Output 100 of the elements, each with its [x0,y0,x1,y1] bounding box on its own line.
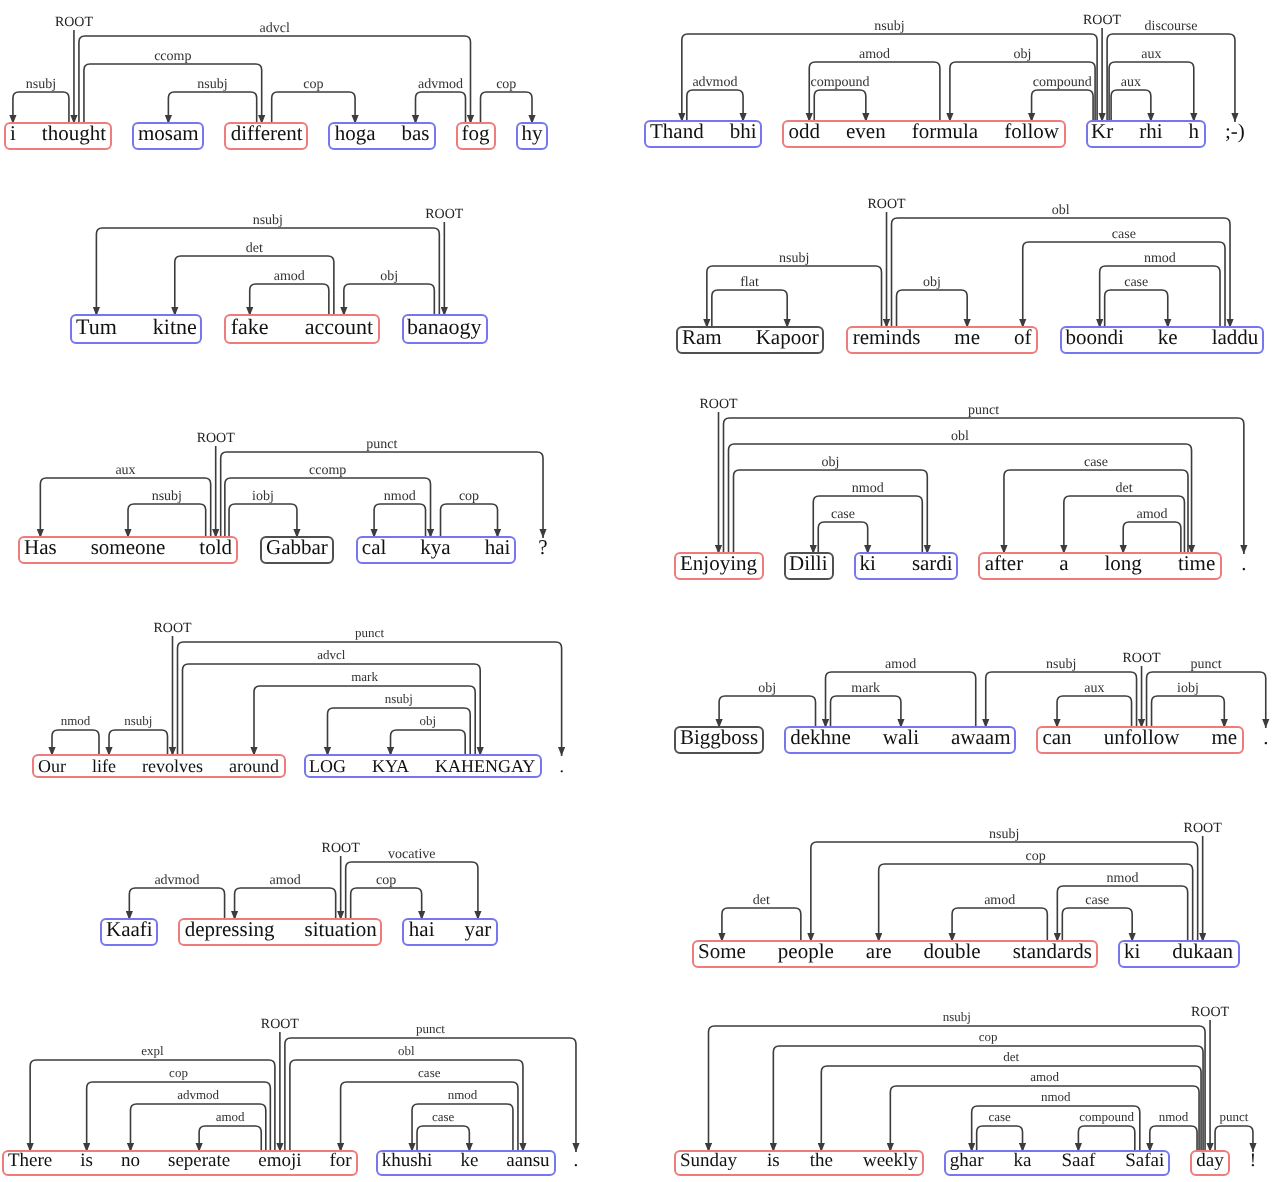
word-token: weekly [862,1152,918,1174]
phrase-box [455,122,496,151]
dependency-arrow [1027,89,1094,123]
word-token: KAHENGAY [435,756,536,777]
punctuation-token: . [559,756,564,777]
root-arrow [1206,1019,1214,1153]
dependency-arrow [1103,289,1172,329]
word-token: Sunday [680,1152,737,1174]
root-arrow [337,855,345,921]
word-token: emoji [258,1152,302,1174]
word-token: time [1177,554,1216,579]
dependency-arrow [807,841,1199,943]
punctuation-token: . [1241,554,1247,579]
dependency-arrow [323,707,471,757]
word-token: khushi [381,1152,433,1174]
phrase-box [224,122,309,151]
word-token: i [10,124,16,149]
punctuation-token: ? [538,538,548,563]
word-token: told [199,538,233,563]
word-token: for [329,1152,352,1174]
dependency-arrow [340,283,436,317]
word-token: Kaafi [106,920,153,945]
word-token: rhi [1139,122,1163,147]
dependency-arrow [176,641,566,757]
word-token: someone [90,538,166,563]
word-token: ki [1124,942,1141,967]
root-arrow [276,1031,284,1153]
dependency-arrow [171,255,335,317]
word-token: ghar [949,1152,984,1174]
punctuation-token: ! [1249,1152,1257,1174]
dependency-arrow [1214,1125,1257,1153]
phrase-box [132,122,205,151]
word-token: boondi [1065,328,1124,353]
word-token: fake [230,316,269,342]
word-token: different [230,124,303,149]
dependency-arrow [704,1025,1206,1153]
word-token: standards [1012,942,1092,967]
dependency-arrow [975,1125,1027,1153]
dependency-arrow [829,695,905,729]
dependency-arrow [125,887,226,921]
word-token: Some [698,942,746,967]
phrase-box [224,314,380,344]
dependency-arrow [9,91,70,125]
phrase-box [2,1150,358,1176]
word-token: hai [408,920,435,945]
dependency-arrow [411,91,467,125]
dependency-arrow [813,89,870,123]
word-token: aansu [506,1152,550,1174]
dependency-arrow [1110,89,1155,123]
word-token: dekhne [790,728,851,753]
phrase-box [1085,120,1206,149]
word-token: Tum [76,316,117,342]
dependency-arrow [817,1065,1202,1153]
dependency-arrow [722,417,1248,555]
word-token: ki [859,554,876,579]
dependency-arrow [1096,265,1221,329]
word-token: no [121,1152,140,1174]
dependency-arrow [48,729,100,757]
phrase-box [943,1150,1171,1176]
word-token: seperate [168,1152,231,1174]
word-token: awaam [951,728,1011,753]
word-token: cal [361,538,387,563]
dependency-arrow [1053,885,1189,943]
phrase-box [644,120,763,149]
word-token: depressing [184,920,275,945]
word-token: Safai [1125,1152,1165,1174]
dependency-arrow [83,1081,272,1153]
dependency-arrow [1106,33,1239,123]
phrase-box [1059,326,1265,355]
word-token: Ram [682,328,722,353]
word-token: hai [484,538,511,563]
dependency-arrow [1019,241,1226,329]
dependency-arrow [224,477,435,539]
word-token: can [1042,728,1072,753]
word-token: Our [38,756,66,777]
word-token: the [809,1152,833,1174]
word-token: reminds [852,328,921,353]
dependency-arrow [408,1103,514,1153]
word-token: LOG [309,756,346,777]
dependency-arrow [284,1037,580,1153]
dependency-arrow [344,861,482,921]
dependency-arrow [946,61,1096,123]
word-token: of [1014,328,1032,353]
word-token: odd [788,122,820,147]
dependency-arrow [1000,469,1189,555]
dependency-arrow [250,685,476,757]
word-token: are [865,942,892,967]
dependency-arrow [78,35,475,125]
dependency-arrow [126,1103,267,1153]
dependency-arrow [370,503,427,539]
dependency-arrow [1060,495,1186,555]
dependency-arrow [948,907,1049,943]
dependency-arrow [349,887,426,921]
word-token: dukaan [1172,942,1233,967]
dependency-arrow [1150,695,1228,729]
word-token: is [80,1152,93,1174]
word-token: day [1196,1152,1224,1174]
dependency-arrow [703,265,883,329]
root-arrow [168,635,177,757]
dependency-arrow [246,283,330,317]
